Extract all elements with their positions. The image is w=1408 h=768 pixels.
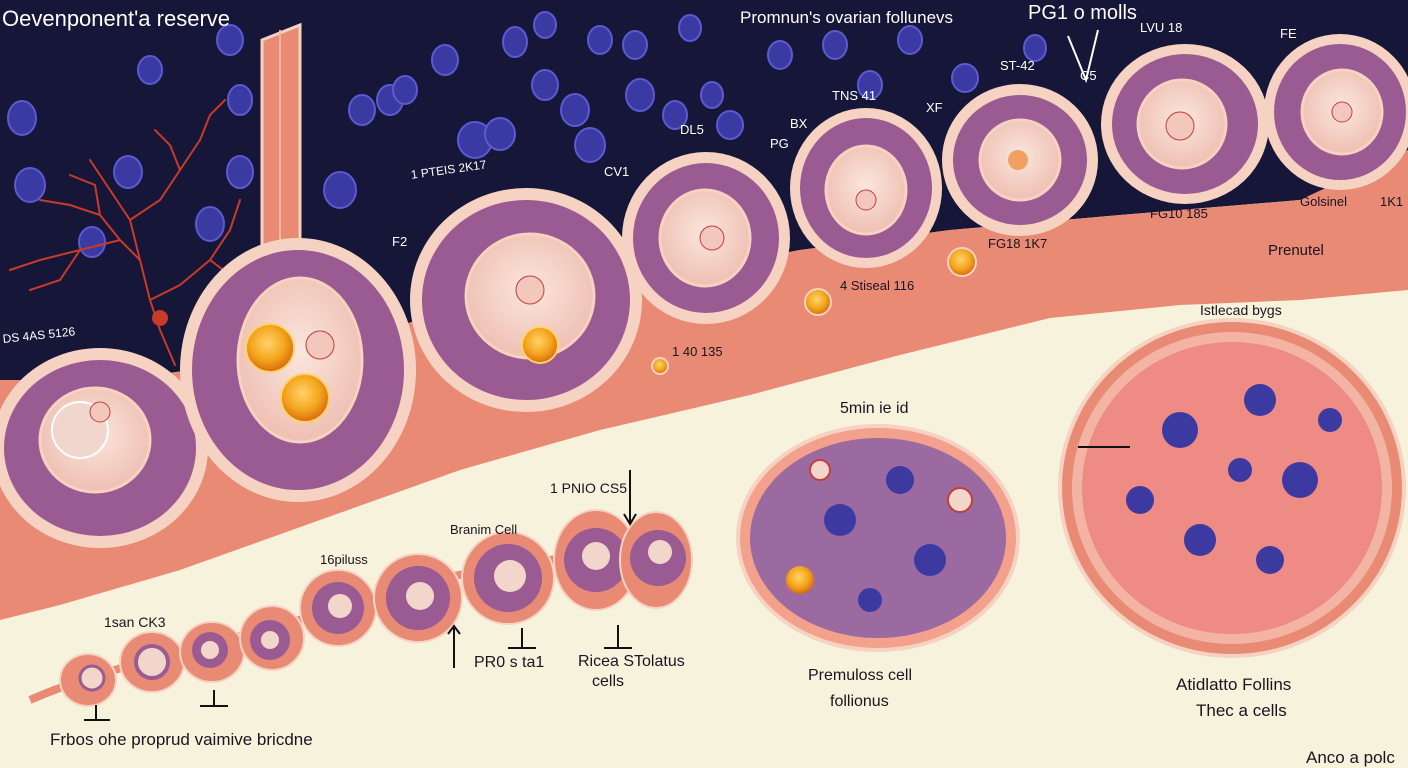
st42-label: ST-42 <box>1000 58 1035 73</box>
smin-label: 5min ie id <box>840 400 909 417</box>
ricea-label: Ricea STolatus <box>578 653 685 670</box>
stroma-band <box>0 150 1408 620</box>
follicle-premuloss <box>736 424 1020 652</box>
follicle-f2 <box>410 188 642 412</box>
fg1-label: FG10 185 <box>1150 206 1208 221</box>
num140-label: 1 40 135 <box>672 344 723 359</box>
tns-label: TNS 41 <box>832 88 877 103</box>
anco-label: Anco a polc <box>1306 748 1395 767</box>
istlecad-label: Istlecad bygs <box>1200 302 1282 318</box>
top-center-label: Promnun's ovarian follunevs <box>740 8 954 27</box>
lvu-label: LVU 18 <box>1140 20 1183 35</box>
cortex-cells <box>7 11 1047 258</box>
cv1-label: CV1 <box>604 164 630 179</box>
follicle-chain <box>28 509 693 707</box>
stiseal-label: 4 Stiseal 116 <box>840 278 915 293</box>
pg-label: PG <box>770 136 789 151</box>
pg-pointer-lines <box>1067 29 1099 84</box>
fe-label: FE <box>1280 26 1297 41</box>
pro-label: PR0 s ta1 <box>474 654 545 671</box>
isan-label: 1san CK3 <box>104 614 166 630</box>
prenutel-label: Prenutel <box>1268 242 1324 259</box>
premul1-label: Premuloss cell <box>808 667 913 684</box>
follicle-bx <box>790 108 942 268</box>
frbos-label: Frbos ohe proprud vaimive bricdne <box>50 730 313 749</box>
pnio-label: 1 PNIO CS5 <box>550 480 628 496</box>
fg2-label: FG18 1K7 <box>988 236 1048 251</box>
dl5-label: DL5 <box>680 122 704 137</box>
branim-label: Branim Cell <box>450 522 518 537</box>
bx-label: BX <box>790 116 808 131</box>
spiluss-label: 16piluss <box>320 552 368 567</box>
follicle-dl5 <box>622 152 790 324</box>
f2-label: F2 <box>392 234 408 249</box>
follicle-fe <box>1264 34 1408 190</box>
stroma-yolk-2 <box>947 247 977 277</box>
gsl-num-label: 1K1 <box>1380 194 1404 209</box>
follicle-left <box>0 348 208 548</box>
premul2-label: follionus <box>830 693 889 710</box>
stroma-yolk-1 <box>804 288 832 316</box>
follicle-lvu <box>1101 44 1269 204</box>
follicle-stalk-oocyte <box>180 238 416 502</box>
atid1-label: Atidlatto Follins <box>1176 675 1292 694</box>
pg1-label: PG1 o molls <box>1028 2 1137 24</box>
gsl-label: Golsinel <box>1300 194 1347 209</box>
vessel-node <box>152 310 168 326</box>
title-label: Oevenponent'a reserve <box>2 6 231 31</box>
stroma-yolk-3 <box>651 357 669 375</box>
c5-label: C5 <box>1080 68 1097 83</box>
follicle-xf <box>942 84 1098 236</box>
follicle-atidlatto <box>1058 318 1406 658</box>
xf-label: XF <box>926 100 943 115</box>
cells-label: cells <box>592 673 625 690</box>
pointer-lines <box>84 470 637 721</box>
atid2-label: Thec a cells <box>1196 701 1287 720</box>
